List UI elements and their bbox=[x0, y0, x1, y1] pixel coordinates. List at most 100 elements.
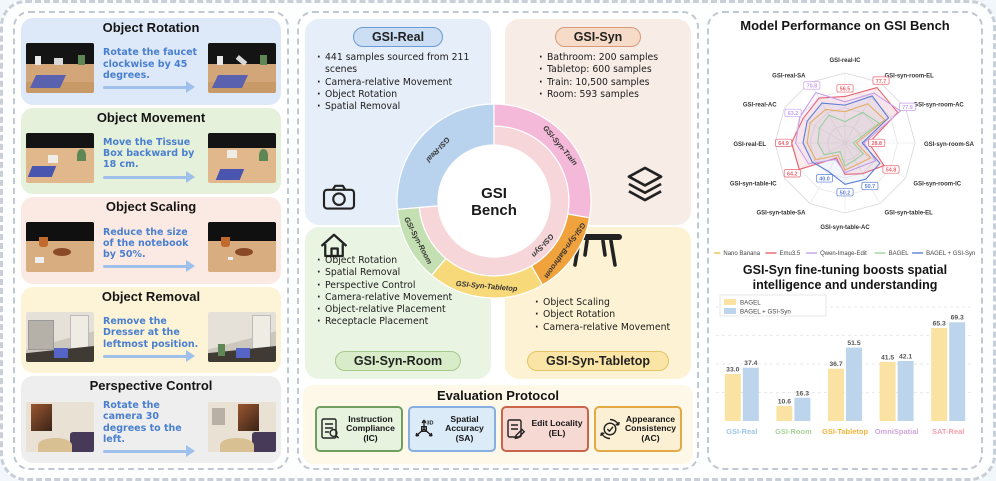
gsi-syn-pill: GSI-Syn bbox=[554, 27, 642, 47]
bar-category-label: SAT-Real bbox=[932, 427, 964, 436]
before-image bbox=[26, 43, 94, 94]
task-card-object-scaling: Object Scaling Reduce the size of the no… bbox=[21, 197, 281, 284]
radar-axis-label: GSI-syn-table-SA bbox=[756, 210, 806, 216]
radar-value-label: 28.8 bbox=[871, 141, 882, 147]
radar-value-box bbox=[836, 84, 854, 93]
radar-value-box bbox=[784, 108, 802, 117]
radar-axis-label: GSI-real-EL bbox=[733, 142, 766, 148]
radar-spoke bbox=[809, 142, 846, 204]
radar-axis-label: GSI-syn-room-EL bbox=[885, 74, 935, 80]
metric-abbr: (SA) bbox=[455, 432, 474, 443]
bullet-item: Camera-relative Movement bbox=[317, 292, 483, 305]
layers-icon bbox=[625, 165, 665, 203]
radar-chart-title: Model Performance on GSI Bench bbox=[740, 18, 950, 33]
radar-value-box bbox=[816, 174, 833, 183]
radar-axis-label: GSI-real-IC bbox=[829, 58, 861, 64]
metric-instruction-compliance: Instruction Compliance (IC) bbox=[314, 406, 403, 452]
right-arrow-icon bbox=[103, 260, 195, 273]
bar-value-label: 42.1 bbox=[899, 353, 912, 360]
task-title: Object Rotation bbox=[102, 20, 200, 35]
task-instruction: Move the Tissue Box backward by 18 cm. bbox=[103, 137, 195, 171]
radar-value-label: 64.2 bbox=[787, 172, 798, 178]
bar-category-label: GSI-Real bbox=[726, 427, 757, 436]
legend-label: Qwen-Image-Edit bbox=[820, 251, 867, 257]
evaluation-protocol-box: Evaluation Protocol Instruction Complian… bbox=[303, 385, 693, 464]
bar-value-label: 51.5 bbox=[847, 340, 860, 347]
bullet-item: Camera-relative Movement bbox=[535, 322, 683, 335]
legend-swatch bbox=[724, 298, 736, 305]
bar-sat-real-bagel bbox=[931, 327, 948, 421]
results-panel: Model Performance on GSI Bench GSI-real-… bbox=[707, 11, 983, 470]
radar-value-box bbox=[868, 138, 886, 147]
donut-segment bbox=[396, 206, 447, 277]
radar-chart: GSI-real-IC GSI-syn-room-EL GSI-syn-room-A… bbox=[714, 58, 975, 257]
task-instruction: Reduce the size of the notebook by 50%. bbox=[103, 226, 189, 261]
task-card-object-rotation: Object Rotation Rotate the faucet clockw… bbox=[21, 18, 281, 105]
metric-edit-locality: Edit Locality (EL) bbox=[500, 406, 589, 452]
radar-value-label: 70.8 bbox=[807, 84, 818, 90]
radar-value-label: 56.5 bbox=[840, 87, 851, 93]
bullet-item: Spatial Removal bbox=[317, 101, 483, 114]
after-image bbox=[208, 401, 276, 452]
edit-doc-icon bbox=[505, 417, 528, 441]
svg-text:3D: 3D bbox=[426, 421, 433, 427]
donut-center-title: GSI bbox=[481, 185, 507, 202]
metric-name: Edit Locality bbox=[531, 418, 583, 429]
donut-center bbox=[438, 145, 550, 257]
bar-omnispatial-bagel bbox=[879, 361, 896, 421]
bullet-item: Object-relative Placement bbox=[317, 304, 483, 317]
radar-value-label: 54.8 bbox=[886, 168, 897, 174]
legend-label: BAGEL + GSI-Syn bbox=[740, 308, 791, 315]
after-image bbox=[208, 43, 276, 94]
metric-name: Instruction Compliance bbox=[346, 413, 395, 434]
task-card-object-movement: Object Movement Move the Tissue Box back… bbox=[21, 107, 281, 195]
bullet-item: Train: 10,500 samples bbox=[539, 77, 683, 90]
benchmark-overview-panel: GSI-Real 441 samples sourced from 211 sc… bbox=[297, 11, 699, 470]
radar-axis-label: GSI-syn-room-AC bbox=[913, 103, 964, 109]
bar-category-label: GSI-Room bbox=[775, 427, 812, 436]
bar-value-label: 33.0 bbox=[726, 366, 739, 373]
camera-icon bbox=[321, 181, 357, 211]
task-title: Object Scaling bbox=[105, 199, 197, 215]
gsi-real-pill: GSI-Real bbox=[352, 27, 444, 47]
radar-series-nano-banana bbox=[806, 103, 886, 171]
bar-gsi-room-bagel-gsi-syn bbox=[794, 397, 811, 421]
gsi-real-bullets: 441 samples sourced from 211 scenesCamer… bbox=[305, 52, 491, 114]
right-arrow-icon bbox=[103, 170, 195, 183]
after-image bbox=[208, 312, 276, 363]
radar-value-box bbox=[899, 102, 916, 111]
radar-spoke bbox=[844, 107, 906, 144]
radar-axis-label: GSI-syn-table-AC bbox=[820, 225, 870, 231]
radar-axis-label: GSI-syn-table-IC bbox=[730, 182, 777, 188]
radar-value-label: 64.9 bbox=[778, 141, 789, 147]
gsi-syn-tabletop-bullets: Object ScalingObject RotationCamera-rela… bbox=[505, 297, 691, 334]
bullet-item: Spatial Removal bbox=[317, 267, 483, 280]
bar-gsi-room-bagel bbox=[776, 405, 793, 421]
radar-value-label: 40.0 bbox=[819, 177, 830, 183]
gsi-syn-room-pill: GSI-Syn-Room bbox=[334, 351, 462, 371]
radar-series-bagel bbox=[817, 111, 880, 167]
bar-gsi-real-bagel-gsi-syn bbox=[742, 367, 759, 421]
radar-value-box bbox=[803, 81, 821, 90]
bullet-item: Perspective Control bbox=[317, 280, 483, 293]
before-image bbox=[26, 132, 94, 183]
before-image bbox=[26, 222, 94, 273]
radar-axis-label: GSI-real-SA bbox=[772, 74, 806, 80]
task-card-object-removal: Object Removal Remove the Dresser at the… bbox=[21, 286, 281, 374]
bullet-item: Camera-relative Movement bbox=[317, 77, 483, 90]
bar-value-label: 37.4 bbox=[744, 360, 757, 367]
radar-value-box bbox=[836, 188, 854, 197]
bar-category-label: GSI-Tabletop bbox=[822, 427, 869, 436]
gsi-syn-tabletop-pill: GSI-Syn-Tabletop bbox=[527, 351, 669, 371]
bullet-item: Bathroom: 200 samples bbox=[539, 52, 683, 65]
radar-value-box bbox=[861, 181, 879, 191]
task-title: Perspective Control bbox=[89, 378, 213, 394]
bar-legend-box bbox=[719, 294, 827, 316]
gsi-syn-bullets: Bathroom: 200 samplesTabletop: 600 sampl… bbox=[505, 52, 691, 101]
legend-label: Emu3.5 bbox=[780, 251, 801, 257]
axes-3d-icon: 3D bbox=[412, 417, 436, 441]
task-title: Object Removal bbox=[101, 288, 201, 304]
bar-gsi-tabletop-bagel-gsi-syn bbox=[846, 347, 862, 421]
task-instruction: Rotate the camera 30 degrees to the left… bbox=[103, 400, 182, 445]
bar-chart: 33.037.4GSI-Real10.616.3GSI-Room36.751.5… bbox=[716, 294, 974, 436]
